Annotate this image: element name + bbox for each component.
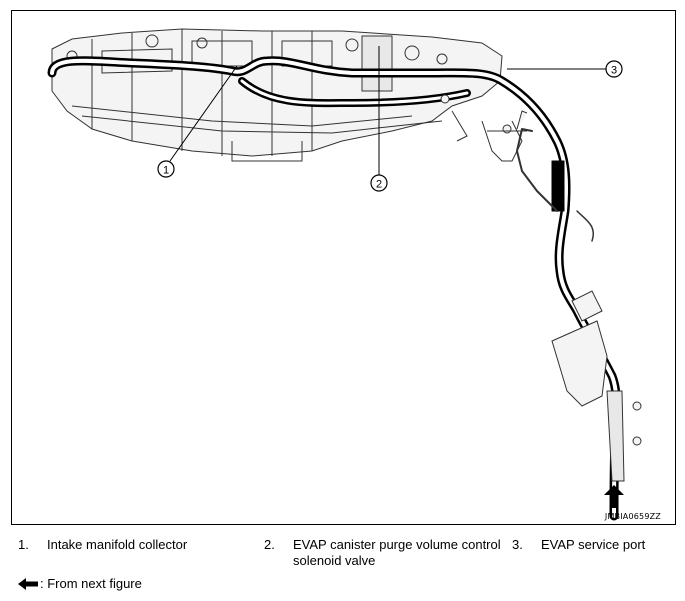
legend-number: 2. xyxy=(264,537,275,552)
arrow-note-text: : From next figure xyxy=(40,576,142,591)
legend-number: 3. xyxy=(512,537,523,552)
left-arrow-icon xyxy=(18,578,38,590)
legend-text: EVAP canister purge volume control solen… xyxy=(293,537,501,568)
legend-number: 1. xyxy=(18,537,29,552)
callout-1-label: 1 xyxy=(163,165,169,177)
callout-3: 3 xyxy=(507,60,623,78)
legend-text: Intake manifold collector xyxy=(47,537,188,552)
callout-1: 1 xyxy=(157,65,238,178)
callout-2-label: 2 xyxy=(376,179,382,191)
legend-text: EVAP service port xyxy=(541,537,646,552)
up-arrow-icon xyxy=(604,485,624,508)
evap-hose xyxy=(47,56,622,521)
arrow-note: : From next figure xyxy=(18,576,142,592)
callout-3-label: 3 xyxy=(611,65,617,77)
callout-2: 2 xyxy=(370,46,388,192)
lower-bracket-drawing xyxy=(440,94,642,482)
evap-hose-diagram: 1 2 3 xyxy=(47,28,642,521)
figure-code: JMBIA0659ZZ xyxy=(604,512,661,521)
figure-frame: 1 2 3 JMBIA0659ZZ xyxy=(11,10,676,525)
